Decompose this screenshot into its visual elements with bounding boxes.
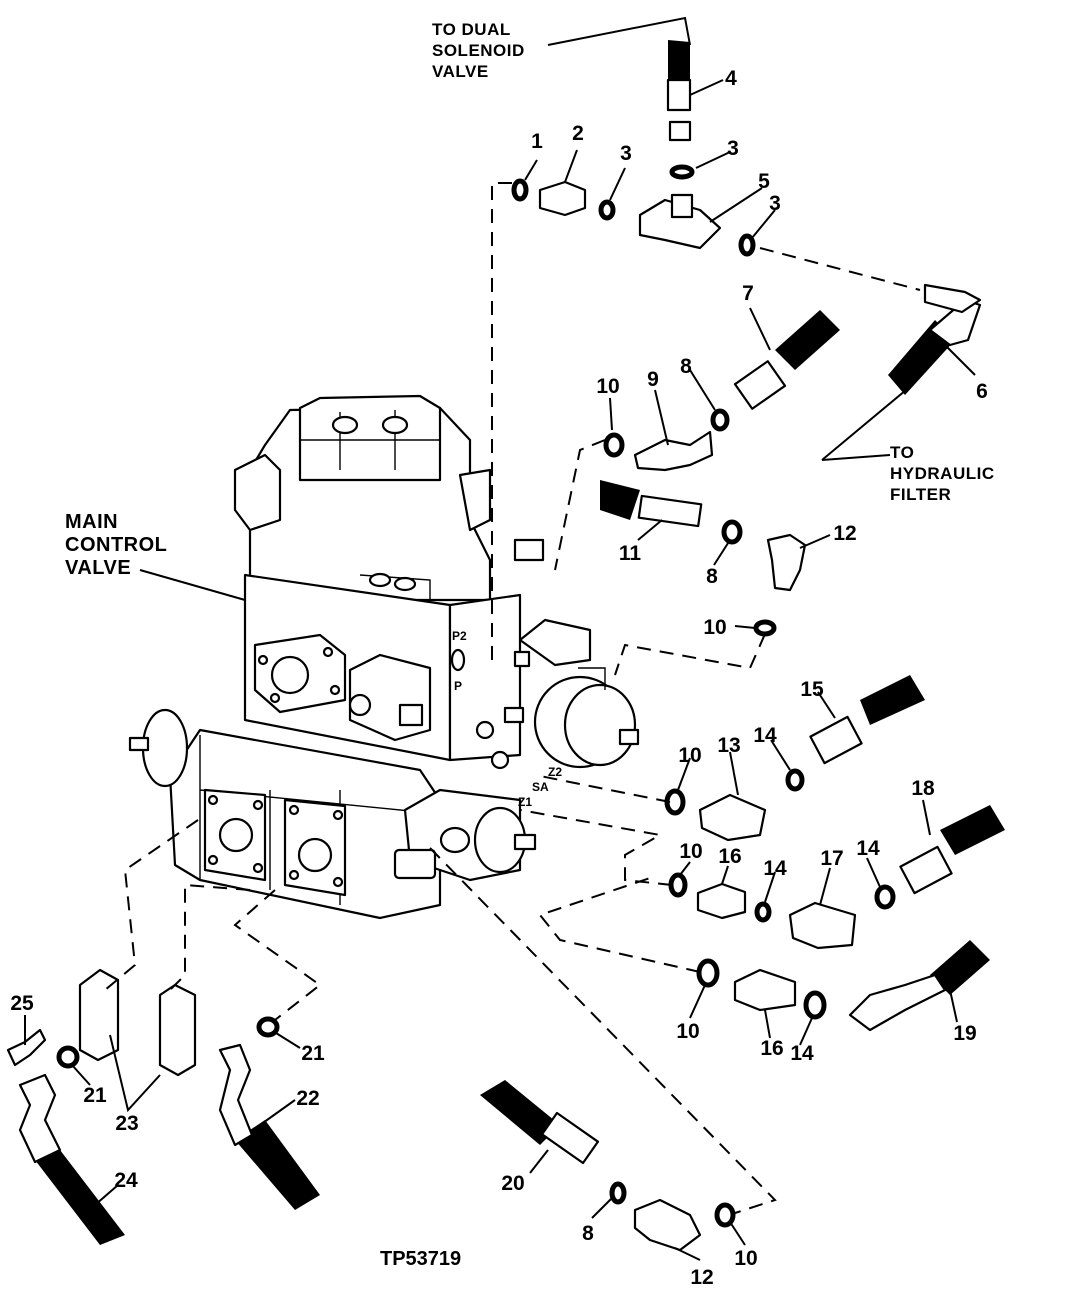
part-number: 10: [676, 1020, 699, 1043]
callout-line: TO DUAL: [432, 20, 511, 39]
part-number: 20: [501, 1172, 524, 1195]
part-numbers: 1 2 3 3 3 4 5 6 7 8 8 8 9 10 10 10 10 10…: [10, 67, 988, 1289]
part-number: 4: [725, 67, 737, 90]
routing-dash-lines: [104, 182, 921, 1214]
part-number: 8: [706, 565, 718, 588]
part-number: 8: [680, 355, 692, 378]
port-label: SA: [532, 780, 549, 794]
part-number: 3: [620, 142, 632, 165]
part-number: 24: [114, 1169, 138, 1192]
part-number: 14: [856, 837, 880, 860]
fittings-and-rings: [6, 164, 896, 1252]
leader-lines: [24, 16, 976, 1261]
part-number: 14: [753, 724, 777, 747]
part-number: 6: [976, 380, 988, 403]
part-number: 25: [10, 992, 34, 1015]
callout-line: VALVE: [432, 62, 489, 81]
part-number: 9: [647, 368, 659, 391]
part-number: 12: [690, 1266, 713, 1289]
part-number: 2: [572, 122, 584, 145]
port-label: Z2: [548, 765, 562, 779]
part-number: 10: [734, 1247, 757, 1270]
part-number: 13: [717, 734, 740, 757]
port-label: Z1: [518, 795, 532, 809]
part-number: 21: [301, 1042, 325, 1065]
callout-line: VALVE: [65, 557, 131, 579]
part-number: 16: [718, 845, 741, 868]
part-number: 1: [531, 130, 543, 153]
part-number: 19: [953, 1022, 976, 1045]
part-number: 12: [833, 522, 856, 545]
main-control-valve-assembly: [128, 394, 640, 920]
callout-line: TO: [890, 443, 914, 462]
callout-line: MAIN: [65, 511, 118, 533]
figure-id: TP53719: [380, 1248, 461, 1270]
hoses: [18, 40, 1005, 1245]
callout-main-control-valve: MAIN CONTROL VALVE: [65, 511, 167, 579]
part-number: 21: [83, 1084, 107, 1107]
part-number: 3: [727, 137, 739, 160]
callout-line: HYDRAULIC: [890, 464, 995, 483]
part-number: 23: [115, 1112, 138, 1135]
part-number: 10: [703, 616, 726, 639]
part-number: 18: [911, 777, 935, 800]
callout-line: FILTER: [890, 485, 951, 504]
callout-to-hydraulic-filter: TO HYDRAULIC FILTER: [890, 443, 995, 504]
part-number: 10: [596, 375, 619, 398]
part-number: 10: [678, 744, 701, 767]
part-number: 16: [760, 1037, 783, 1060]
part-number: 7: [742, 282, 754, 305]
part-number: 15: [800, 678, 824, 701]
part-number: 11: [619, 542, 642, 565]
part-number: 14: [790, 1042, 814, 1065]
part-number: 8: [582, 1222, 594, 1245]
port-labels: P2 P Z2 SA Z1: [452, 629, 562, 809]
part-number: 14: [763, 857, 787, 880]
callout-line: CONTROL: [65, 534, 167, 556]
part-number: 3: [769, 192, 781, 215]
part-number: 22: [296, 1087, 319, 1110]
port-label: P: [454, 679, 462, 693]
part-number: 5: [758, 170, 770, 193]
callout-to-dual-solenoid-valve: TO DUAL SOLENOID VALVE: [432, 20, 525, 81]
part-number: 17: [820, 847, 843, 870]
part-number: 10: [679, 840, 702, 863]
port-label: P2: [452, 629, 467, 643]
callout-line: SOLENOID: [432, 41, 525, 60]
